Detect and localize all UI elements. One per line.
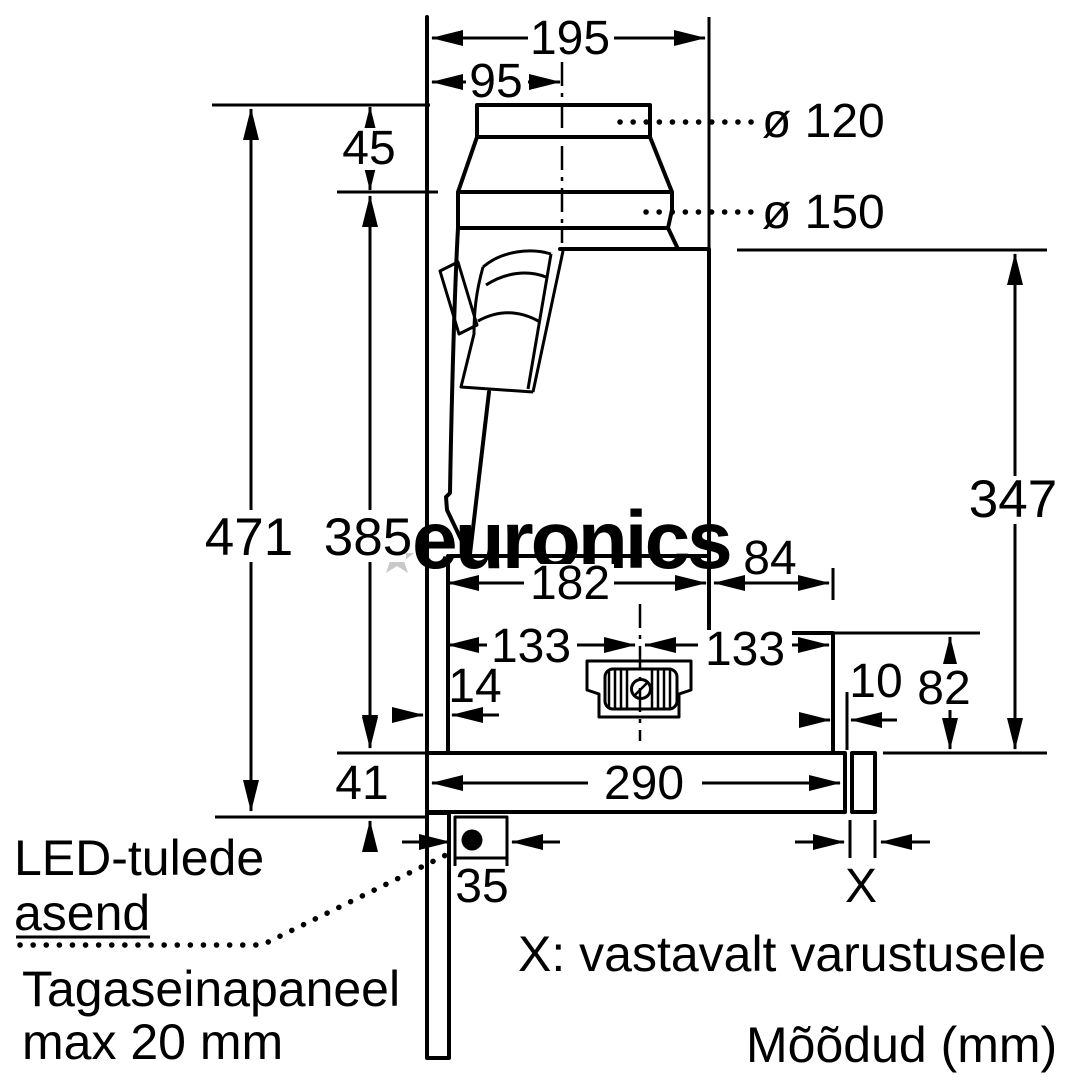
dim-95-label: 95	[469, 55, 522, 108]
dim-x-label: X	[845, 860, 877, 913]
dim-133-right-label: 133	[705, 623, 785, 676]
dim-385-label: 385	[324, 508, 412, 567]
dim-290-label: 290	[604, 757, 684, 810]
dim-95-gap	[466, 60, 528, 102]
dim-347-gap	[972, 476, 1056, 524]
dim-182: 182	[447, 557, 707, 610]
dim-347-label: 347	[969, 470, 1057, 529]
dim-82-gap	[912, 664, 978, 710]
dim-dia120-label: ø 120	[762, 95, 885, 148]
telescopic-front-box	[425, 751, 847, 814]
dim-471-label: 471	[205, 508, 293, 567]
dim-195: 195	[431, 12, 706, 65]
back-panel-note-line2: max 20 mm	[22, 1014, 283, 1070]
dim-14-label: 14	[448, 660, 501, 713]
dim-84: 84	[713, 532, 830, 591]
dim-133-left-gap	[487, 628, 577, 666]
dim-347: 347	[969, 253, 1057, 750]
dim-45: 45	[340, 106, 398, 191]
led-dot-icon	[461, 829, 483, 851]
units-note: Mõõdud (mm)	[746, 1017, 1057, 1073]
back-panel	[425, 811, 451, 1060]
dim-dia150-label: ø 150	[762, 186, 885, 239]
dim-133-left: 133	[447, 620, 636, 673]
led-position-box	[453, 815, 509, 860]
side-spacer-box	[850, 751, 877, 814]
extension-lines	[212, 17, 1047, 866]
dim-41: 41	[335, 715, 389, 852]
dim-95: 95	[431, 55, 561, 108]
dim-35: 35	[402, 834, 560, 913]
hood-outline	[17, 15, 877, 1060]
dim-10: 10	[799, 655, 903, 728]
dim-14: 14	[392, 660, 502, 723]
led-leader-dots	[17, 851, 451, 948]
backdraft-flap	[438, 249, 565, 394]
dim-385-gap	[332, 510, 406, 562]
dim-133-right-gap	[698, 630, 792, 668]
dim-182-gap	[524, 564, 614, 604]
dim-82-label: 82	[917, 662, 970, 715]
dim-x: X	[795, 834, 930, 913]
dim-290-gap	[588, 761, 702, 805]
dim-133-right: 133	[644, 623, 830, 676]
dim-35-label: 35	[455, 860, 508, 913]
dim-195-label: 195	[530, 12, 610, 65]
back-panel-note-line1: Tagaseinapaneel	[22, 961, 400, 1017]
dim-84-label: 84	[743, 532, 796, 585]
dim-133-left-label: 133	[491, 620, 571, 673]
clamp-outline	[585, 659, 693, 719]
dim-290: 290	[431, 757, 841, 810]
dim-82: 82	[912, 636, 978, 750]
led-note-line1: LED-tulede	[14, 830, 264, 886]
led-note-line2: asend	[14, 885, 150, 941]
dim-45-label: 45	[342, 122, 395, 175]
dim-182-label: 182	[530, 557, 610, 610]
led-note: LED-tulede asend	[14, 830, 264, 941]
dim-10-label: 10	[849, 655, 902, 708]
dim-471-gap	[213, 510, 287, 562]
back-panel-note: Tagaseinapaneel max 20 mm	[22, 961, 400, 1070]
duct-collar	[456, 103, 680, 251]
dim-195-gap	[528, 16, 614, 60]
dim-41-label: 41	[335, 757, 388, 810]
x-equipment-note: X: vastavalt varustusele	[518, 926, 1046, 982]
dim-45-gap	[340, 128, 398, 170]
dim-385: 385	[324, 195, 412, 749]
dim-471: 471	[205, 108, 293, 812]
